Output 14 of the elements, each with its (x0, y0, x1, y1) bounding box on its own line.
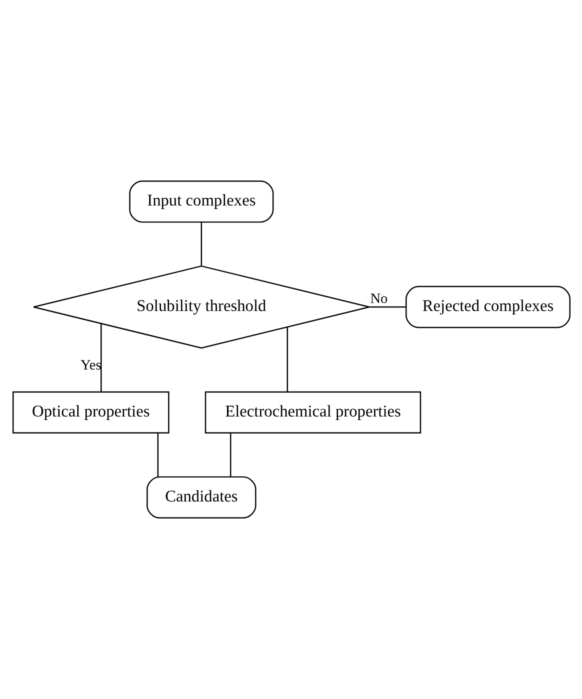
edge-label: Yes (80, 357, 101, 374)
connector (200, 222, 202, 266)
connector (229, 433, 231, 477)
connector (100, 324, 102, 392)
node-box: Rejected complexes (405, 286, 570, 328)
node-box: Input complexes (128, 180, 274, 223)
edge-label: No (370, 291, 388, 308)
connector (368, 306, 406, 308)
connector (286, 327, 288, 392)
node-box: Electrochemical properties (204, 391, 421, 434)
node-box: Optical properties (12, 391, 169, 434)
node-diamond: Solubility threshold (32, 265, 370, 349)
connector (156, 433, 158, 477)
node-box: Candidates (146, 476, 256, 518)
